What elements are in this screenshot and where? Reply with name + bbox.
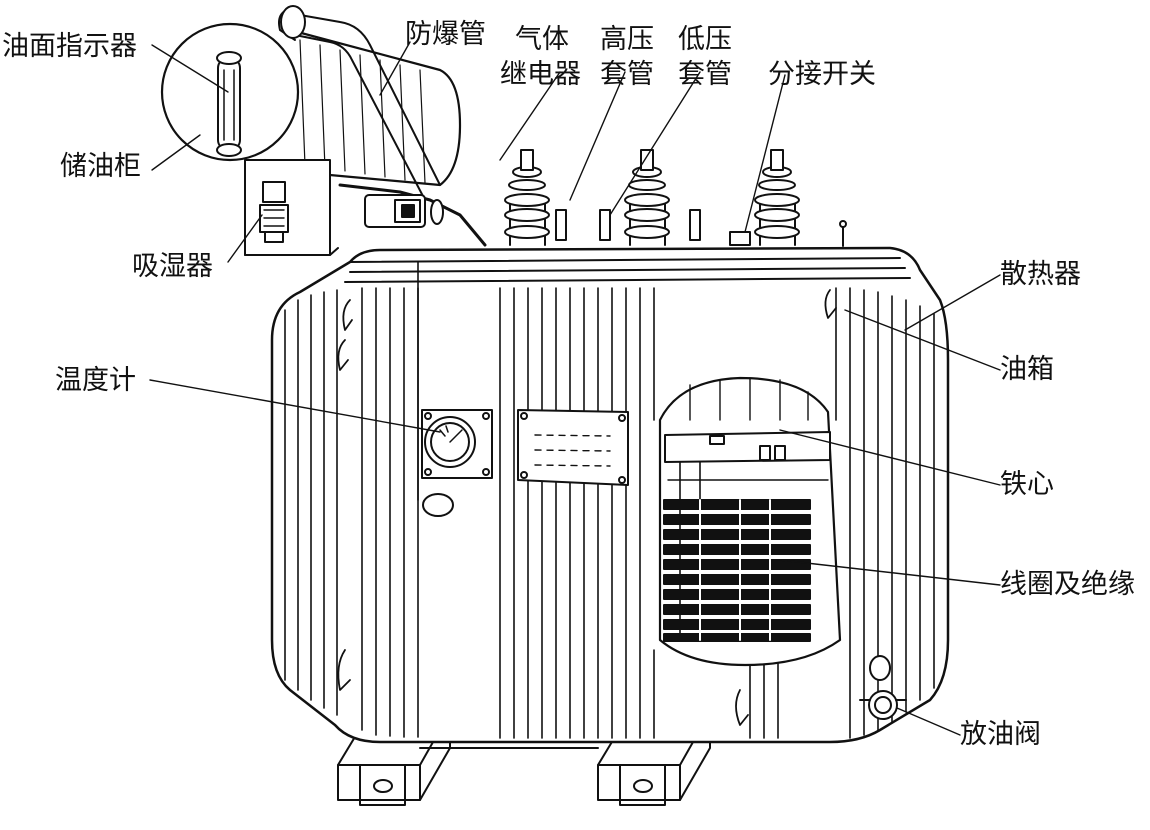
nameplate: [518, 410, 628, 485]
label-oil-level-indicator: 油面指示器: [2, 32, 137, 62]
label-oil-tank: 油箱: [1000, 355, 1054, 385]
label-coils-and-insulation: 线圈及绝缘: [1000, 570, 1135, 600]
oil-tank-body: [272, 248, 948, 742]
label-drain-valve: 放油阀: [960, 720, 1041, 750]
breather-illustration: [260, 182, 288, 242]
high-voltage-bushings: [505, 150, 799, 245]
label-gas-relay-line2: 继电器: [500, 60, 581, 90]
label-breather: 吸湿器: [132, 252, 213, 282]
cutaway-window: [660, 378, 840, 665]
label-hv-bushing-line1: 高压: [600, 25, 654, 55]
label-conservator: 储油柜: [60, 152, 141, 182]
label-radiator: 散热器: [1000, 260, 1081, 290]
label-tap-changer: 分接开关: [768, 60, 876, 90]
label-iron-core: 铁心: [1000, 470, 1054, 500]
label-explosion-proof-pipe: 防爆管: [405, 20, 486, 50]
label-gas-relay-line1: 气体: [515, 25, 569, 55]
label-lv-bushing-line1: 低压: [678, 25, 732, 55]
label-hv-bushing-line2: 套管: [600, 60, 654, 90]
low-voltage-bushings: [556, 210, 846, 246]
gas-relay: [340, 185, 485, 245]
label-lv-bushing-line2: 套管: [678, 60, 732, 90]
label-thermometer: 温度计: [55, 366, 136, 396]
